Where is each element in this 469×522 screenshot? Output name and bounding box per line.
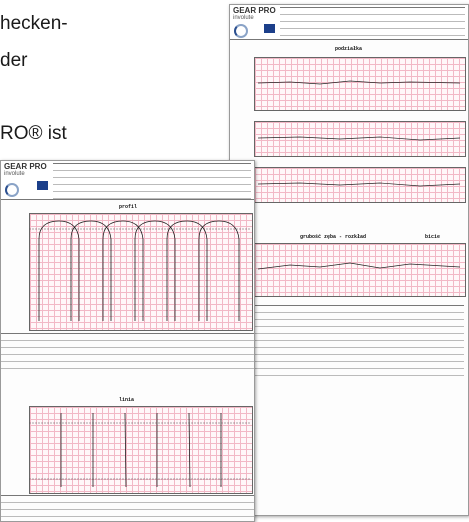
report-header: GEAR PRO involute [230, 5, 468, 40]
pitch-traces [257, 80, 461, 270]
gear-ring-icon-front [5, 183, 19, 197]
profile-grid [29, 213, 253, 331]
profile-lead-report: GEAR PRO involute profil linia [0, 160, 255, 522]
gear-ring-icon [234, 24, 248, 38]
header-table-front [53, 163, 251, 199]
caption-line-2: der [0, 50, 28, 71]
profile-title: profil [119, 204, 138, 210]
caption-line-1: hecken- [0, 13, 68, 34]
gear-pro-logo-front: GEAR PRO involute [4, 162, 47, 178]
lead-title: linia [119, 397, 135, 403]
runout-table [254, 305, 464, 376]
report-header-front: GEAR PRO involute [1, 161, 254, 200]
zeiss-logo-icon [264, 24, 275, 33]
zeiss-logo-icon-front [37, 181, 48, 190]
pitch-grid-1 [254, 57, 466, 111]
header-table [280, 7, 465, 36]
runout-grid [254, 243, 466, 297]
pitch-title: podziałka [335, 46, 363, 52]
profile-lead-traces [29, 220, 251, 488]
thickness-title: grubość zęba - rozkład [300, 234, 367, 240]
pitch-runout-report: GEAR PRO involute podziałka grubość zęba… [229, 4, 469, 516]
pitch-grid-3 [254, 167, 466, 203]
profile-table [1, 333, 254, 369]
pitch-grid-2 [254, 121, 466, 157]
lead-grid [29, 406, 253, 494]
gear-pro-logo: GEAR PRO involute [233, 6, 276, 22]
runout-title: bicie [425, 234, 441, 240]
caption-line-3: RO® ist [0, 123, 67, 144]
